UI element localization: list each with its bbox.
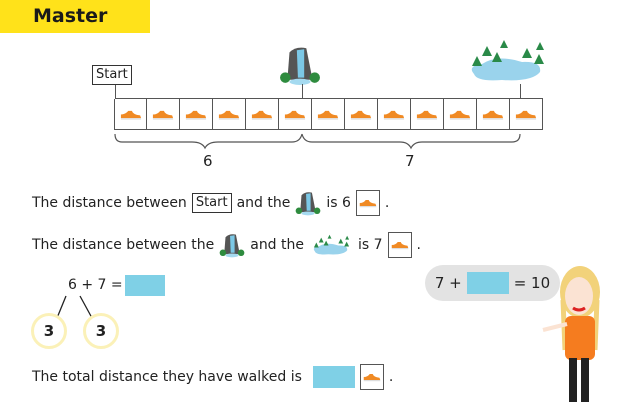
answer-box-sum[interactable] bbox=[125, 275, 165, 296]
sentence-text: The distance between bbox=[32, 195, 187, 211]
period: . bbox=[384, 195, 390, 211]
step-cell bbox=[114, 99, 147, 130]
shoe-icon bbox=[185, 109, 207, 120]
answer-box-total[interactable] bbox=[312, 366, 355, 388]
bubble-text-right: = 10 bbox=[513, 274, 551, 292]
step-cell bbox=[245, 99, 279, 130]
shoe-icon bbox=[218, 109, 240, 120]
shoe-icon bbox=[515, 109, 537, 120]
step-cell bbox=[509, 99, 543, 130]
sentence-2: The distance between the and the is 7 . bbox=[32, 232, 421, 258]
period: . bbox=[388, 369, 394, 385]
sentence-text: and the bbox=[236, 195, 291, 211]
waterfall-icon bbox=[219, 232, 245, 258]
lake-marker bbox=[520, 84, 522, 98]
period: . bbox=[416, 237, 421, 253]
sentence-text: is 7 bbox=[358, 237, 383, 253]
sentence-text: The total distance they have walked is bbox=[32, 369, 302, 385]
braces bbox=[114, 133, 521, 150]
shoe-unit-box bbox=[355, 190, 380, 216]
split-lines bbox=[56, 295, 93, 319]
lake-with-trees-icon bbox=[309, 232, 353, 258]
step-cell bbox=[476, 99, 510, 130]
girl-character-icon bbox=[542, 266, 600, 402]
step-cell bbox=[278, 99, 312, 130]
waterfall-icon bbox=[295, 190, 321, 216]
split-circle-right: 3 bbox=[83, 313, 119, 349]
equation-text: 6 + 7 = bbox=[68, 277, 123, 293]
step-cell bbox=[179, 99, 213, 130]
sentence-text: and the bbox=[250, 237, 304, 253]
shoe-icon bbox=[120, 109, 142, 120]
shoe-icon bbox=[317, 109, 339, 120]
speech-bubble: 7 + = 10 bbox=[425, 265, 560, 301]
sentence-text: is 6 bbox=[326, 195, 351, 211]
start-label-inline: Start bbox=[191, 193, 232, 213]
shoe-unit-box bbox=[359, 364, 384, 390]
shoe-icon bbox=[449, 109, 471, 120]
shoe-icon bbox=[359, 198, 377, 208]
step-cell bbox=[344, 99, 378, 130]
step-grid bbox=[114, 98, 543, 130]
bubble-text-left: 7 + bbox=[434, 274, 462, 292]
step-cell bbox=[146, 99, 180, 130]
title-banner bbox=[0, 0, 170, 33]
shoe-icon bbox=[482, 109, 504, 120]
step-cell bbox=[443, 99, 477, 130]
answer-box-bubble[interactable] bbox=[466, 272, 509, 294]
split-circle-left: 3 bbox=[31, 313, 67, 349]
sentence-text: The distance between the bbox=[32, 237, 215, 253]
shoe-icon bbox=[251, 109, 273, 120]
step-cell bbox=[410, 99, 444, 130]
waterfall-marker bbox=[302, 84, 304, 98]
shoe-icon bbox=[350, 109, 372, 120]
shoe-icon bbox=[416, 109, 438, 120]
brace-label-right: 7 bbox=[405, 152, 415, 170]
sentence-3: The total distance they have walked is . bbox=[32, 364, 393, 390]
shoe-icon bbox=[284, 109, 306, 120]
sentence-1: The distance between Start and the is 6 … bbox=[32, 190, 389, 216]
waterfall-icon bbox=[278, 44, 322, 86]
shoe-icon bbox=[363, 372, 381, 382]
shoe-icon bbox=[152, 109, 174, 120]
step-cell bbox=[212, 99, 246, 130]
shoe-icon bbox=[391, 240, 409, 250]
page-title: Master bbox=[33, 5, 108, 27]
brace-label-left: 6 bbox=[203, 152, 213, 170]
step-cell bbox=[311, 99, 345, 130]
step-cell bbox=[377, 99, 411, 130]
start-marker bbox=[115, 85, 117, 98]
shoe-unit-box bbox=[387, 232, 412, 258]
start-label: Start bbox=[92, 65, 132, 85]
lake-with-trees-icon bbox=[462, 36, 552, 86]
shoe-icon bbox=[383, 109, 405, 120]
